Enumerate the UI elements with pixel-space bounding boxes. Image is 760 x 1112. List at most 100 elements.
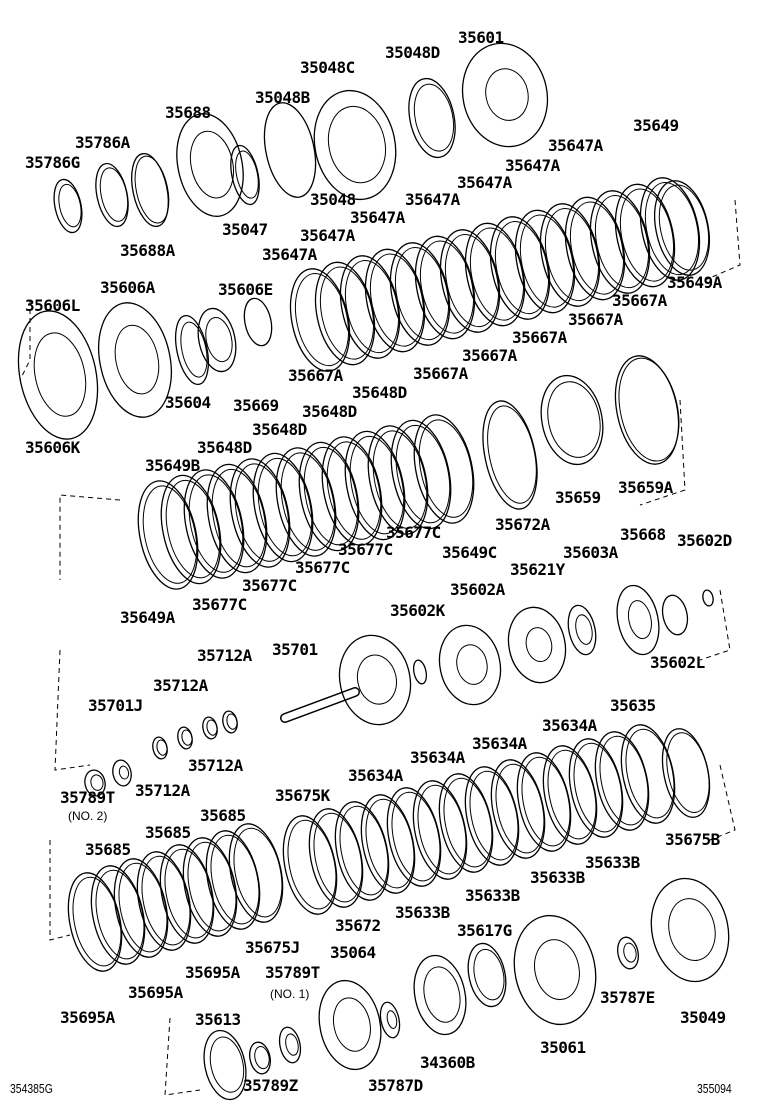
part-number-label[interactable]: 35633B	[465, 886, 520, 905]
part-number-label[interactable]: 35712A	[153, 676, 208, 695]
part-number-label[interactable]: 35672A	[495, 515, 550, 534]
part-number-label[interactable]: 35606A	[100, 278, 155, 297]
part-number-label[interactable]: 35701J	[88, 696, 143, 715]
part-number-label[interactable]: 35633B	[585, 853, 640, 872]
ring-part	[53, 178, 83, 234]
ring-inner-edge	[72, 876, 122, 967]
part-number-label[interactable]: 35047	[222, 220, 268, 239]
part-number-label[interactable]: 35667A	[413, 364, 468, 383]
part-number-label[interactable]: 35712A	[135, 781, 190, 800]
part-number-label[interactable]: 35064	[330, 943, 376, 962]
ring-inner-edge	[118, 862, 168, 953]
part-number-label[interactable]: 35649B	[145, 456, 200, 475]
part-number-label[interactable]: 35647A	[457, 173, 512, 192]
part-number-label[interactable]: 35634A	[472, 734, 527, 753]
part-number-label[interactable]: 35602L	[650, 653, 705, 672]
part-number-label[interactable]: 35649A	[667, 273, 722, 292]
part-number-label[interactable]: 35787E	[600, 988, 655, 1007]
part-number-label[interactable]: 35647A	[262, 245, 317, 264]
part-number-label[interactable]: 35685	[200, 806, 246, 825]
part-number-label[interactable]: 35633B	[530, 868, 585, 887]
part-number-label[interactable]: 35701	[272, 640, 318, 659]
part-number-label[interactable]: 35659	[555, 488, 601, 507]
part-number-label[interactable]: 35647A	[350, 208, 405, 227]
part-number-label[interactable]: 35647A	[405, 190, 460, 209]
part-number-label[interactable]: 35685	[85, 840, 131, 859]
part-number-label[interactable]: 35634A	[410, 748, 465, 767]
part-number-label[interactable]: 35649A	[120, 608, 175, 627]
part-number-label[interactable]: 34360B	[420, 1053, 475, 1072]
part-number-label[interactable]: 35648D	[302, 402, 357, 421]
part-number-label[interactable]: 35647A	[505, 156, 560, 175]
part-number-label[interactable]: 35602A	[450, 580, 505, 599]
ring-inner-edge	[365, 798, 415, 889]
part-number-label[interactable]: 35602K	[390, 601, 445, 620]
part-number-label[interactable]: 35606E	[218, 280, 273, 299]
part-number-label[interactable]: 35048D	[385, 43, 440, 62]
ring-inner-edge	[188, 474, 244, 573]
part-number-label[interactable]: 35647A	[300, 226, 355, 245]
part-number-label[interactable]: 35648D	[252, 420, 307, 439]
part-number-label[interactable]: 35647A	[548, 136, 603, 155]
part-number-label[interactable]: 35675K	[275, 786, 330, 805]
part-number-label[interactable]: 35606K	[25, 438, 80, 457]
ring-inner-edge	[209, 1036, 245, 1093]
part-number-label[interactable]: 35667A	[612, 291, 667, 310]
part-number-label[interactable]: 35602D	[677, 531, 732, 550]
part-number-label[interactable]: 35603A	[563, 543, 618, 562]
part-number-label[interactable]: 35613	[195, 1010, 241, 1029]
part-number-label[interactable]: 35695A	[60, 1008, 115, 1027]
part-number-label[interactable]: 35672	[335, 916, 381, 935]
part-number-label[interactable]: 35669	[233, 396, 279, 415]
part-number-label[interactable]: 35601	[458, 28, 504, 47]
part-number-label[interactable]: 35048	[310, 190, 356, 209]
part-number-label[interactable]: 35695A	[185, 963, 240, 982]
ring-inner-edge	[391, 791, 441, 882]
part-number-label[interactable]: 35048B	[255, 88, 310, 107]
part-number-label[interactable]: 35685	[145, 823, 191, 842]
part-number-label[interactable]: 35667A	[288, 366, 343, 385]
part-number-label[interactable]: 35633B	[395, 903, 450, 922]
ring-inner-edge	[627, 600, 652, 640]
part-number-label[interactable]: 35668	[620, 525, 666, 544]
part-number-label[interactable]: 35786A	[75, 133, 130, 152]
part-number-label[interactable]: 35677C	[192, 595, 247, 614]
part-number-label[interactable]: 35659A	[618, 478, 673, 497]
part-number-label[interactable]: 35789T	[60, 788, 115, 807]
part-number-label[interactable]: 35787D	[368, 1076, 423, 1095]
ring-inner-edge	[141, 855, 191, 946]
part-number-label[interactable]: 35677C	[386, 523, 441, 542]
part-number-label[interactable]: 35606L	[25, 296, 80, 315]
part-number-label[interactable]: 35621Y	[510, 560, 565, 579]
part-number-label[interactable]: 35789Z	[243, 1076, 298, 1095]
part-number-label[interactable]: 35617G	[457, 921, 512, 940]
input-shaft-fill	[281, 688, 359, 722]
part-number-label[interactable]: 35789T	[265, 963, 320, 982]
part-number-label[interactable]: 35667A	[462, 346, 517, 365]
part-number-label[interactable]: 35649C	[442, 543, 497, 562]
ring-inner-edge	[469, 770, 519, 861]
part-number-label[interactable]: 35677C	[242, 576, 297, 595]
part-number-label[interactable]: 35667A	[568, 310, 623, 329]
part-number-label[interactable]: 35712A	[188, 756, 243, 775]
part-number-label[interactable]: 35604	[165, 393, 211, 412]
part-number-label[interactable]: 35695A	[128, 983, 183, 1002]
part-number-label[interactable]: 35712A	[197, 646, 252, 665]
part-number-label[interactable]: 35049	[680, 1008, 726, 1027]
part-number-label[interactable]: 35061	[540, 1038, 586, 1057]
part-number-label[interactable]: 35677C	[338, 540, 393, 559]
part-number-label[interactable]: 35667A	[512, 328, 567, 347]
part-number-label[interactable]: 35048C	[300, 58, 355, 77]
part-number-label[interactable]: 35677C	[295, 558, 350, 577]
part-number-label[interactable]: 35688A	[120, 241, 175, 260]
part-number-label[interactable]: 35648D	[352, 383, 407, 402]
part-number-label[interactable]: 35635	[610, 696, 656, 715]
part-number-label[interactable]: 35634A	[542, 716, 597, 735]
part-number-label[interactable]: 35688	[165, 103, 211, 122]
part-number-label[interactable]: 35786G	[25, 153, 80, 172]
part-number-label[interactable]: 35649	[633, 116, 679, 135]
part-number-label[interactable]: 35675J	[245, 938, 300, 957]
part-number-label[interactable]: 35648D	[197, 438, 252, 457]
part-number-label[interactable]: 35675B	[665, 830, 720, 849]
part-number-label[interactable]: 35634A	[348, 766, 403, 785]
